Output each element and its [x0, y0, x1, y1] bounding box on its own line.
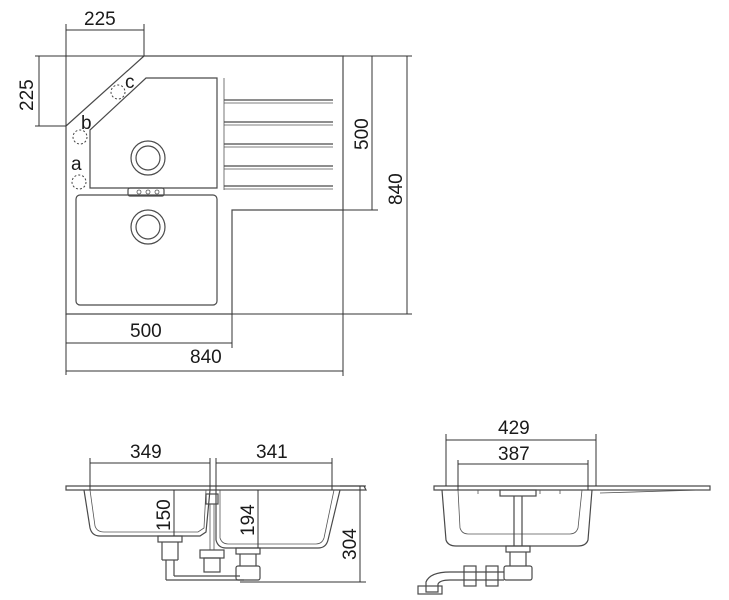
side-drainer-ribs: [477, 489, 561, 497]
side-bowl: [441, 489, 593, 547]
dim-corner-height: 225: [17, 55, 144, 127]
dim-total-width: 840: [66, 210, 344, 376]
dim-label-total-width: 840: [190, 347, 222, 368]
dim-label-right-bowl-width: 341: [256, 442, 288, 463]
dim-label-inner-width: 387: [498, 444, 530, 465]
dim-inner-width: 387: [457, 444, 589, 490]
dim-bowl-width: 500: [65, 314, 233, 375]
side-section: 429 387: [417, 418, 711, 595]
dim-label-drainer-height: 500: [352, 118, 373, 150]
overflow-connector: [127, 187, 165, 197]
side-rim: [433, 485, 711, 491]
right-waste: [199, 547, 261, 581]
dim-outer-width: 429: [445, 418, 597, 486]
upper-bowl: [89, 77, 218, 189]
lower-bowl: [75, 194, 218, 306]
lower-drain: [130, 209, 166, 245]
overflow-pipe: [205, 493, 219, 550]
dim-label-right-bowl-depth: 194: [238, 504, 259, 536]
dim-left-bowl-width: 349: [89, 442, 211, 490]
dim-total-depth: 304: [240, 485, 366, 583]
upper-drain: [130, 140, 166, 176]
left-waste: [157, 535, 244, 581]
tap-hole-a: [71, 174, 87, 190]
dim-right-bowl-width: 341: [215, 442, 333, 490]
dim-total-height: 840: [232, 55, 412, 315]
dim-label-total-height: 840: [386, 173, 407, 205]
top-view: a b c 225 225 500 840: [17, 9, 412, 376]
right-bowl: [215, 489, 341, 549]
dim-left-bowl-depth: 150: [154, 490, 175, 536]
dim-label-corner-height: 225: [17, 79, 38, 111]
tap-hole-c: [110, 84, 126, 100]
front-section: 349 341 150 194 304: [65, 442, 367, 583]
dim-label-total-depth: 304: [340, 528, 361, 560]
front-rim: [65, 485, 367, 491]
dim-label-corner-width: 225: [84, 9, 116, 30]
tap-hole-b: [72, 129, 88, 145]
dim-label-left-bowl-depth: 150: [154, 499, 175, 531]
left-bowl: [83, 489, 211, 537]
tap-hole-label-a: a: [71, 154, 82, 175]
tap-hole-label-c: c: [125, 72, 135, 93]
sink-outline: [65, 55, 344, 315]
dim-label-left-bowl-width: 349: [130, 442, 162, 463]
dim-label-bowl-width: 500: [130, 321, 162, 342]
tap-hole-label-b: b: [81, 113, 92, 134]
dim-right-bowl-depth: 194: [238, 490, 259, 548]
side-trap: [417, 565, 504, 595]
dim-drainer-height: 500: [343, 55, 378, 211]
side-waste: [503, 496, 533, 581]
dim-label-outer-width: 429: [498, 418, 530, 439]
drainer-grooves: [223, 78, 333, 190]
dim-corner-width: 225: [65, 9, 145, 126]
